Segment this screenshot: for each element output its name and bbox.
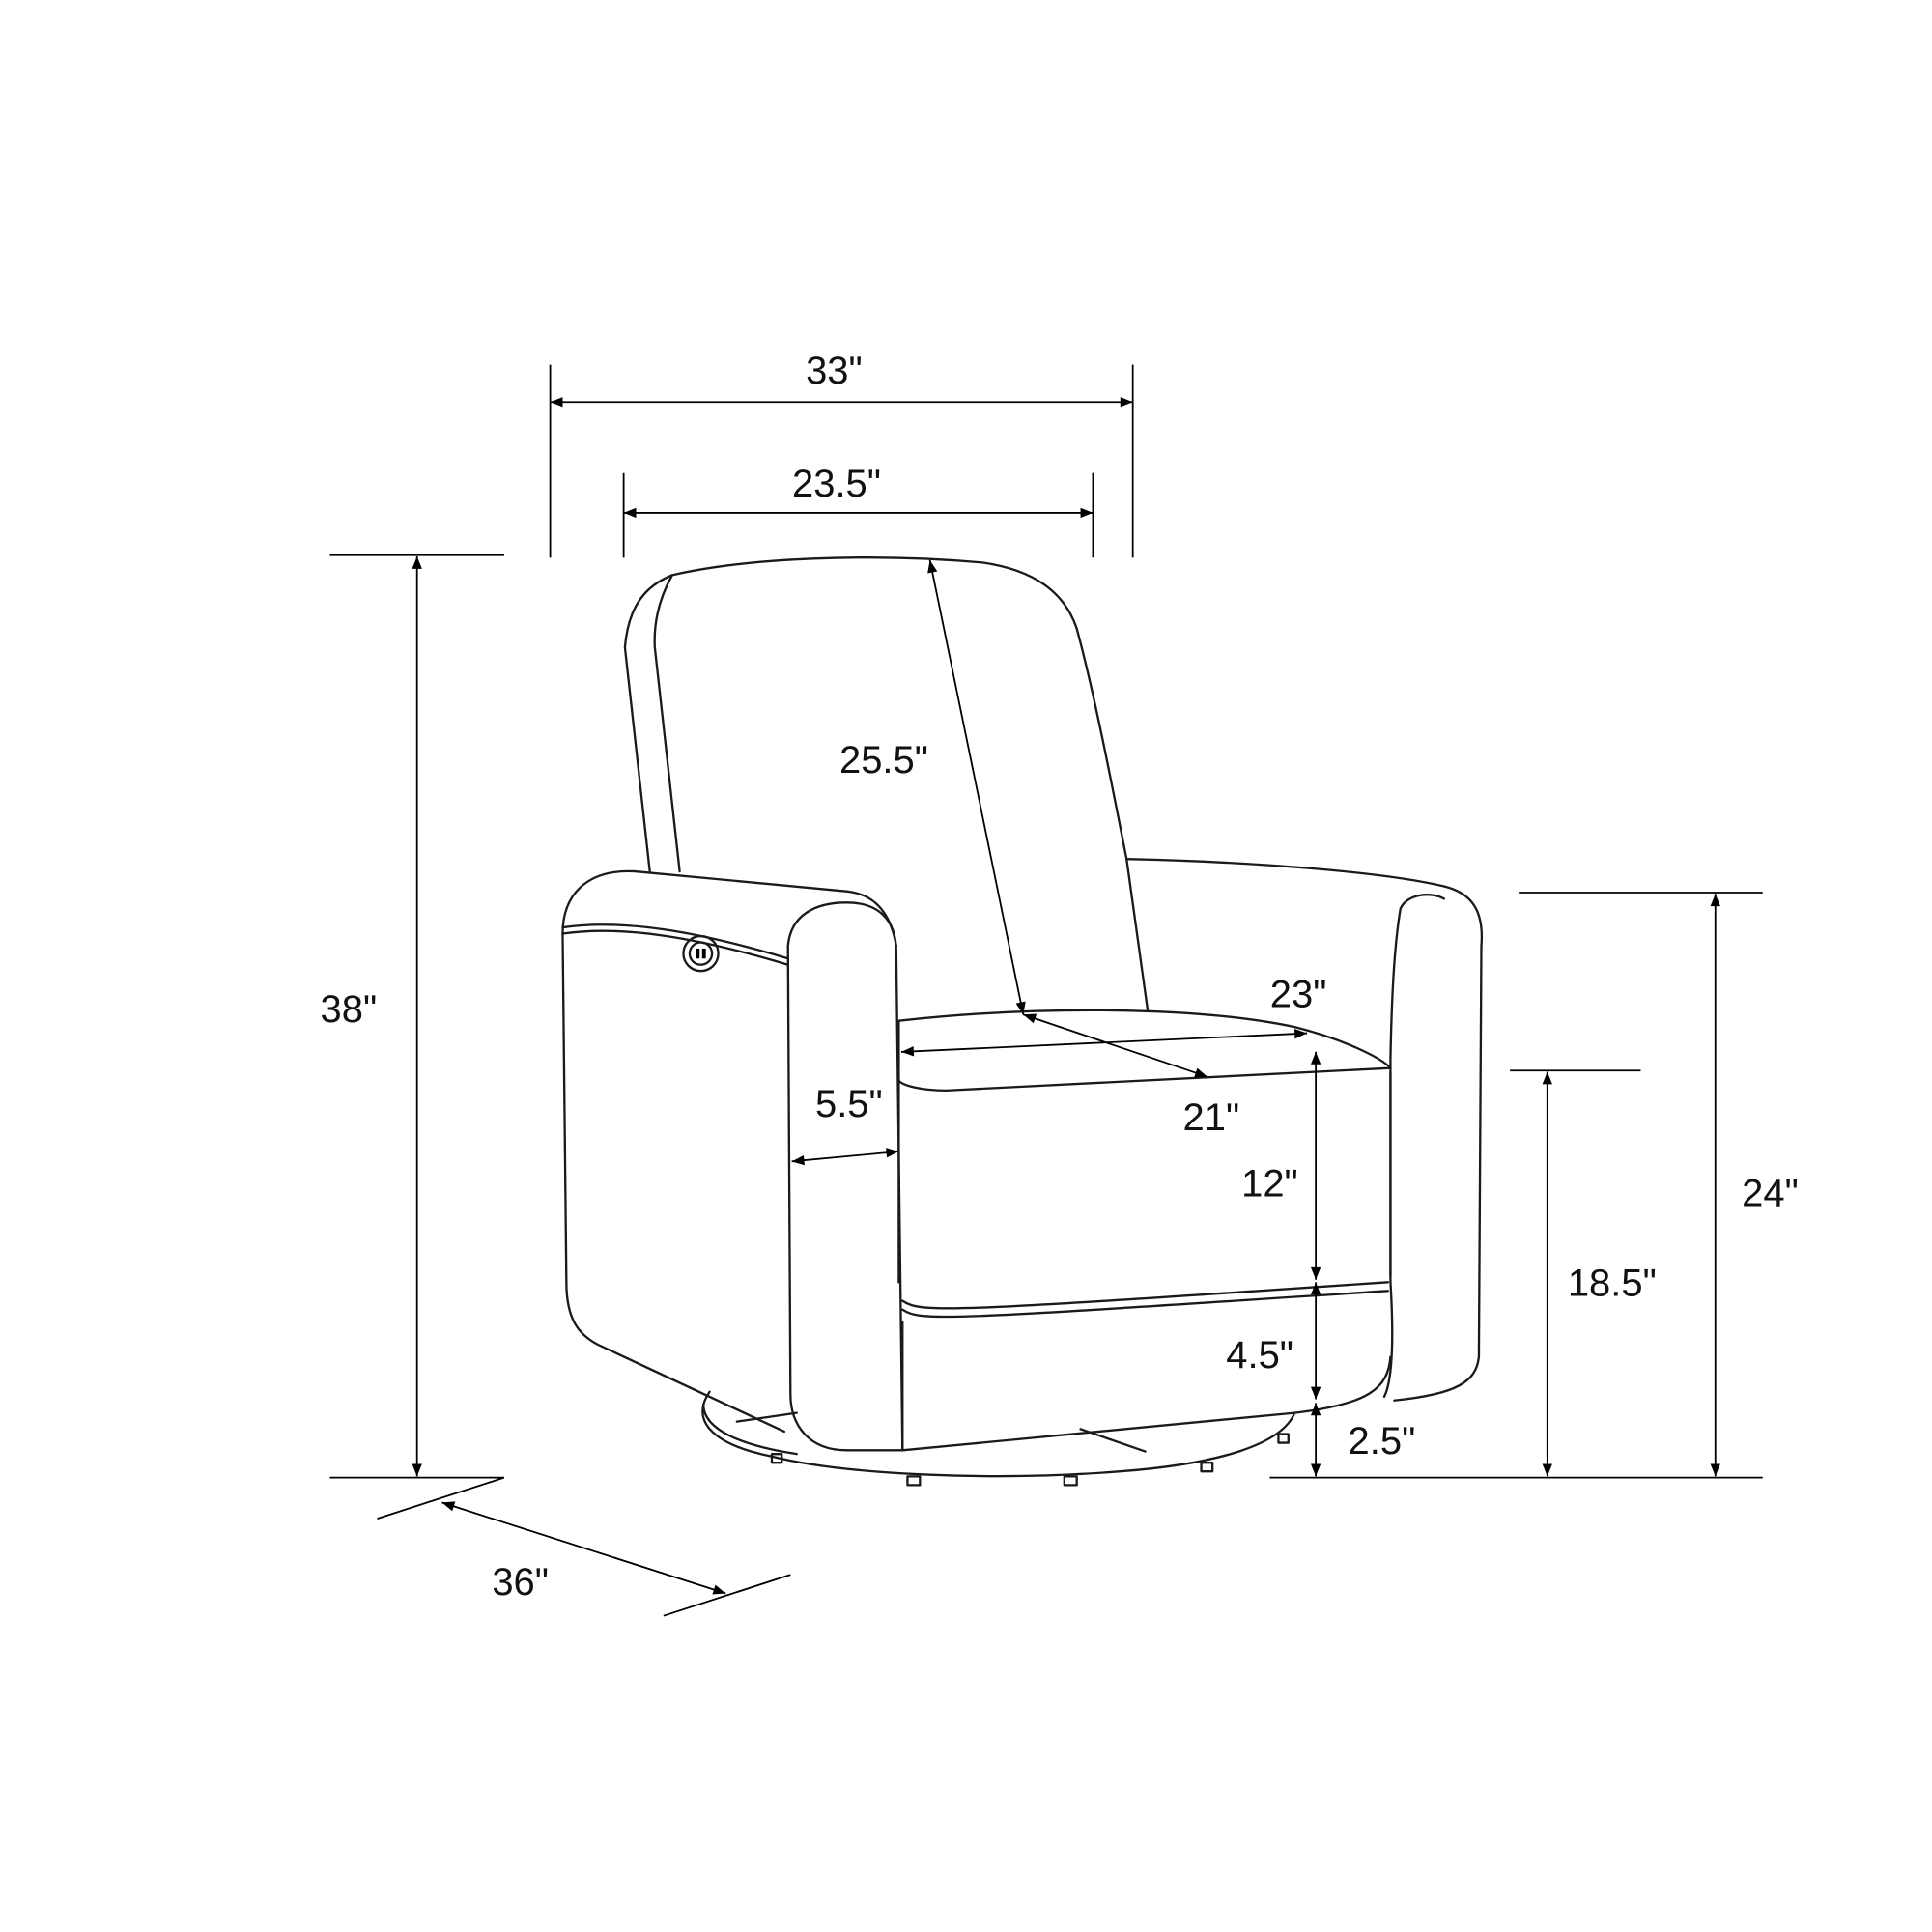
label-arm-width: 5.5" bbox=[815, 1083, 883, 1125]
label-overall-width: 33" bbox=[806, 350, 863, 392]
dim-line-depth bbox=[441, 1501, 726, 1595]
right-arm-front bbox=[1382, 894, 1446, 1399]
label-base-panel-height: 4.5" bbox=[1226, 1334, 1293, 1377]
label-ground-clearance: 2.5" bbox=[1349, 1420, 1416, 1463]
left-arm-piping bbox=[561, 923, 789, 966]
chair-back bbox=[670, 556, 1150, 1012]
swivel-base bbox=[701, 1390, 1296, 1478]
seat-cushion bbox=[897, 1009, 1392, 1093]
chair-back-side bbox=[623, 574, 681, 873]
label-cushion-height: 12" bbox=[1241, 1162, 1298, 1205]
right-arm bbox=[1125, 858, 1484, 1402]
label-back-height: 25.5" bbox=[839, 739, 928, 781]
label-seat-height: 18.5" bbox=[1568, 1262, 1657, 1304]
chair-drawing bbox=[561, 556, 1484, 1487]
dim-line-back-height bbox=[927, 559, 1026, 1015]
label-arm-height: 24" bbox=[1742, 1173, 1799, 1215]
usb-port-icon[interactable] bbox=[682, 934, 720, 973]
base-feet bbox=[770, 1433, 1290, 1487]
label-overall-height: 38" bbox=[321, 988, 378, 1031]
base-panel bbox=[901, 1321, 1392, 1452]
label-seat-width: 23" bbox=[1270, 974, 1327, 1016]
dim-line-seat-depth bbox=[1022, 1013, 1208, 1078]
label-depth: 36" bbox=[492, 1561, 549, 1604]
dim-line-arm-width bbox=[791, 1148, 899, 1166]
extension-lines bbox=[329, 364, 1763, 1617]
label-inner-width: 23.5" bbox=[792, 463, 881, 505]
left-arm-front bbox=[786, 901, 904, 1452]
label-seat-depth: 21" bbox=[1183, 1096, 1240, 1139]
left-arm bbox=[561, 869, 897, 1434]
seat-front bbox=[897, 1071, 1392, 1319]
